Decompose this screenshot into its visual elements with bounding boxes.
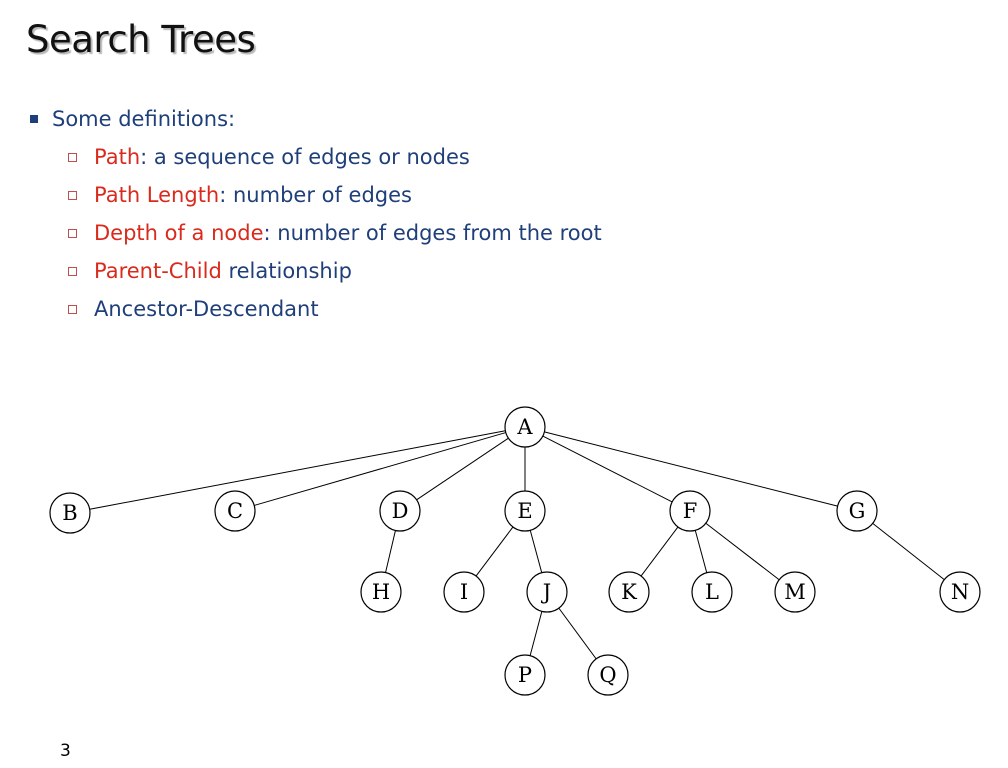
tree-node-circle <box>587 654 629 696</box>
tree-edge-E-I <box>475 526 514 577</box>
page-number: 3 <box>60 741 71 761</box>
tree-node-G: G <box>836 490 878 532</box>
tree-node-J: J <box>526 571 568 613</box>
hollow-square-bullet-icon <box>68 191 77 200</box>
definition-path: Path: a sequence of edges or nodes <box>30 142 602 180</box>
tree-edge-E-J <box>529 530 543 573</box>
tree-node-Q: Q <box>587 654 629 696</box>
definitions-list: Some definitions: Path: a sequence of ed… <box>30 104 602 332</box>
tree-edge-A-C <box>254 432 506 506</box>
tree-node-circle <box>526 571 568 613</box>
definition-text: : number of edges <box>219 183 412 207</box>
definition-parent-child: Parent-Child relationship <box>30 256 602 294</box>
tree-node-label: E <box>517 499 532 523</box>
tree-node-D: D <box>379 490 421 532</box>
tree-node-E: E <box>504 490 546 532</box>
tree-node-M: M <box>774 571 816 613</box>
tree-node-circle <box>49 492 91 534</box>
bullet-intro: Some definitions: <box>30 104 602 142</box>
definition-term: Path <box>94 145 141 169</box>
tree-node-label: A <box>516 415 533 439</box>
tree-node-label: Q <box>599 663 616 687</box>
tree-node-label: H <box>372 580 390 604</box>
hollow-square-bullet-icon <box>68 305 77 314</box>
tree-edge-A-B <box>89 430 506 510</box>
tree-node-label: G <box>849 499 866 523</box>
hollow-square-bullet-icon <box>68 153 77 162</box>
definition-text: relationship <box>221 259 352 283</box>
tree-node-H: H <box>360 571 402 613</box>
tree-edge-D-H <box>385 530 396 573</box>
definition-term: Depth of a node <box>94 221 264 245</box>
tree-node-circle <box>504 490 546 532</box>
tree-node-label: F <box>683 499 698 523</box>
tree-node-circle <box>360 571 402 613</box>
tree-edge-F-K <box>640 526 679 577</box>
definition-depth: Depth of a node: number of edges from th… <box>30 218 602 256</box>
tree-node-circle <box>504 406 546 448</box>
definition-text: Ancestor-Descendant <box>94 297 319 321</box>
hollow-square-bullet-icon <box>68 229 77 238</box>
tree-node-I: I <box>443 571 485 613</box>
tree-edges <box>89 430 945 660</box>
tree-node-B: B <box>49 492 91 534</box>
tree-node-label: K <box>621 580 637 604</box>
slide-title: Search Trees <box>26 18 256 61</box>
tree-edge-J-P <box>529 611 543 656</box>
tree-node-label: L <box>705 580 719 604</box>
tree-node-N: N <box>939 571 981 613</box>
tree-node-F: F <box>669 490 711 532</box>
definition-ancestor-descendant: Ancestor-Descendant <box>30 294 602 332</box>
definition-term: Parent-Child <box>94 259 222 283</box>
tree-node-label: I <box>460 580 468 604</box>
tree-node-label: D <box>392 499 409 523</box>
tree-node-circle <box>608 571 650 613</box>
tree-edge-A-G <box>544 431 838 507</box>
tree-edge-F-L <box>694 530 708 573</box>
tree-node-label: C <box>227 499 243 523</box>
tree-node-label: N <box>951 580 969 604</box>
tree-node-circle <box>669 490 711 532</box>
definition-text: : number of edges from the root <box>263 221 602 245</box>
definition-text: : a sequence of edges or nodes <box>140 145 470 169</box>
tree-node-label: B <box>62 501 77 525</box>
tree-node-circle <box>443 571 485 613</box>
hollow-square-bullet-icon <box>68 267 77 276</box>
tree-edge-F-M <box>705 522 780 581</box>
tree-edge-J-Q <box>558 607 597 660</box>
tree-edge-A-F <box>542 435 673 503</box>
tree-node-K: K <box>608 571 650 613</box>
tree-node-circle <box>504 654 546 696</box>
tree-node-circle <box>836 490 878 532</box>
tree-node-P: P <box>504 654 546 696</box>
definition-term: Path Length <box>94 183 220 207</box>
square-bullet-icon <box>30 115 38 123</box>
tree-node-circle <box>939 571 981 613</box>
tree-node-label: J <box>541 580 551 604</box>
tree-edge-G-N <box>872 522 945 581</box>
tree-node-circle <box>214 490 256 532</box>
tree-edge-A-D <box>416 437 509 501</box>
tree-node-L: L <box>691 571 733 613</box>
tree-node-C: C <box>214 490 256 532</box>
tree-node-circle <box>379 490 421 532</box>
tree-node-circle <box>774 571 816 613</box>
tree-node-A: A <box>504 406 546 448</box>
tree-node-circle <box>691 571 733 613</box>
tree-node-label: P <box>518 663 532 687</box>
bullet-intro-text: Some definitions: <box>52 107 236 131</box>
definition-path-length: Path Length: number of edges <box>30 180 602 218</box>
tree-node-label: M <box>784 580 806 604</box>
